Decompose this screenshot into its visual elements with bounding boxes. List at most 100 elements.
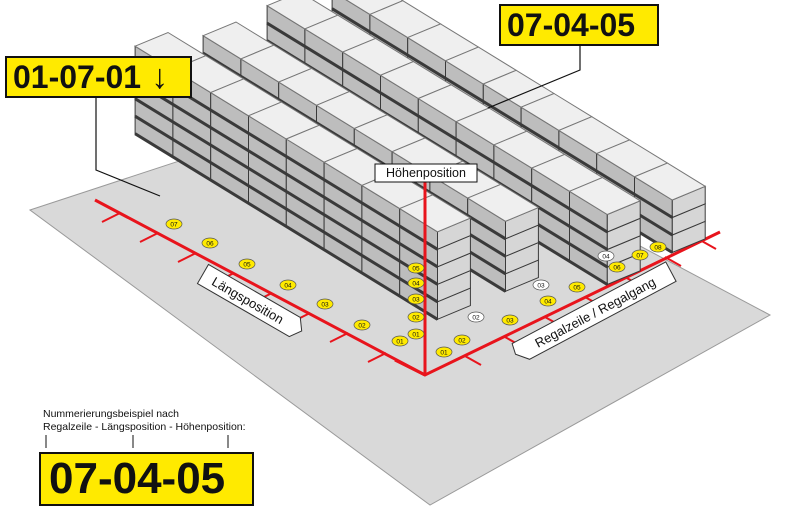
length-marker-text: 05 — [243, 262, 251, 269]
down-arrow-icon: ↓ — [151, 58, 169, 96]
height-guide-base — [394, 358, 426, 377]
length-marker-badge — [391, 335, 409, 347]
top-left-code-label: 01-07-01 ↓ — [5, 56, 192, 98]
height-marker: 03 — [407, 293, 425, 305]
shelf-gap — [134, 79, 439, 269]
row-marker-text: 04 — [544, 299, 552, 306]
top-left-code: 01-07-01 — [13, 59, 142, 95]
length-marker: 01 — [391, 335, 409, 347]
length-marker-badge — [316, 298, 334, 310]
row-marker-text: 07 — [636, 253, 644, 260]
row-marker-badge — [631, 249, 649, 261]
caption-line-1: Nummerierungsbeispiel nach — [43, 408, 179, 420]
shelf-gap — [134, 132, 439, 321]
length-marker-text: 04 — [284, 283, 292, 290]
row-marker: 08 — [649, 241, 667, 253]
length-marker: 05 — [238, 258, 256, 270]
height-marker: 01 — [407, 328, 425, 340]
height-marker-text: 05 — [412, 266, 420, 273]
shelf-gap — [331, 7, 674, 219]
length-tick — [177, 252, 197, 263]
row-marker: 02 — [453, 334, 471, 346]
height-marker: 04 — [407, 277, 425, 289]
length-marker-badge — [279, 279, 297, 291]
row-marker-badge — [435, 346, 453, 358]
length-marker-badge — [353, 319, 371, 331]
length-tick — [367, 352, 387, 363]
length-marker-text: 01 — [396, 339, 404, 346]
row-marker-text: 03 — [506, 318, 514, 325]
height-marker-text: 01 — [412, 332, 420, 339]
top-left-leader — [95, 98, 161, 197]
height-marker: 05 — [407, 262, 425, 274]
row-marker-text: 08 — [654, 245, 662, 252]
aisle-marker-text: 04 — [602, 254, 610, 261]
length-tick — [329, 332, 349, 343]
length-marker-badge — [165, 218, 183, 230]
shelf-gap — [266, 21, 609, 234]
row-marker-text: 02 — [458, 338, 466, 345]
length-label-box — [196, 263, 303, 338]
length-marker-badge — [201, 237, 219, 249]
shelf-gap — [134, 97, 439, 286]
shelf-gap — [202, 51, 507, 241]
length-marker-text: 02 — [358, 323, 366, 330]
top-right-leader — [487, 46, 581, 109]
height-marker-badge — [407, 293, 425, 305]
aisle-marker-badge — [597, 250, 615, 262]
row-tick — [699, 239, 717, 250]
shelf-gap — [134, 114, 439, 304]
aisle-marker-text: 02 — [472, 315, 480, 322]
row-marker-text: 01 — [440, 350, 448, 357]
row-marker: 05 — [568, 281, 586, 293]
row-marker-badge — [608, 261, 626, 273]
row-marker: 04 — [539, 295, 557, 307]
row-marker-badge — [453, 334, 471, 346]
aisle-marker: 02 — [467, 311, 485, 323]
length-marker-text: 06 — [206, 241, 214, 248]
rack-box-top — [633, 162, 707, 201]
row-tick — [664, 256, 682, 267]
rack-row — [134, 31, 472, 321]
length-marker: 03 — [316, 298, 334, 310]
row-marker-text: 06 — [613, 265, 621, 272]
bottom-code: 07-04-05 — [49, 454, 226, 503]
height-marker-badge — [407, 277, 425, 289]
length-marker-badge — [238, 258, 256, 270]
row-tick — [464, 355, 482, 366]
aisle-marker-text: 03 — [537, 283, 545, 290]
row-marker: 06 — [608, 261, 626, 273]
height-marker-text: 03 — [412, 297, 420, 304]
length-tick — [101, 212, 121, 223]
row-marker: 07 — [631, 249, 649, 261]
aisle-marker-badge — [467, 311, 485, 323]
length-marker: 07 — [165, 218, 183, 230]
aisle-marker: 03 — [532, 279, 550, 291]
bottom-code-label: 07-04-05 — [39, 452, 254, 506]
row-marker: 03 — [501, 314, 519, 326]
height-marker-badge — [407, 328, 425, 340]
length-marker: 02 — [353, 319, 371, 331]
row-marker-badge — [568, 281, 586, 293]
height-label-group: Höhenposition — [374, 163, 478, 183]
height-label: Höhenposition — [386, 166, 466, 180]
row-marker: 01 — [435, 346, 453, 358]
row-marker-badge — [539, 295, 557, 307]
row-marker-badge — [501, 314, 519, 326]
height-label-box — [374, 163, 478, 183]
length-marker: 04 — [279, 279, 297, 291]
rack-box-top — [398, 194, 472, 233]
row-marker-text: 05 — [573, 285, 581, 292]
height-marker: 02 — [407, 311, 425, 323]
top-right-code: 07-04-05 — [507, 7, 636, 43]
height-marker-badge — [407, 311, 425, 323]
length-marker-text: 07 — [170, 222, 178, 229]
rack-box-top — [568, 177, 642, 216]
aisle-marker-badge — [532, 279, 550, 291]
numbering-caption: Nummerierungsbeispiel nach Regalzeile - … — [43, 408, 246, 434]
length-marker-text: 03 — [321, 302, 329, 309]
length-marker: 06 — [201, 237, 219, 249]
top-right-code-label: 07-04-05 — [499, 4, 659, 46]
